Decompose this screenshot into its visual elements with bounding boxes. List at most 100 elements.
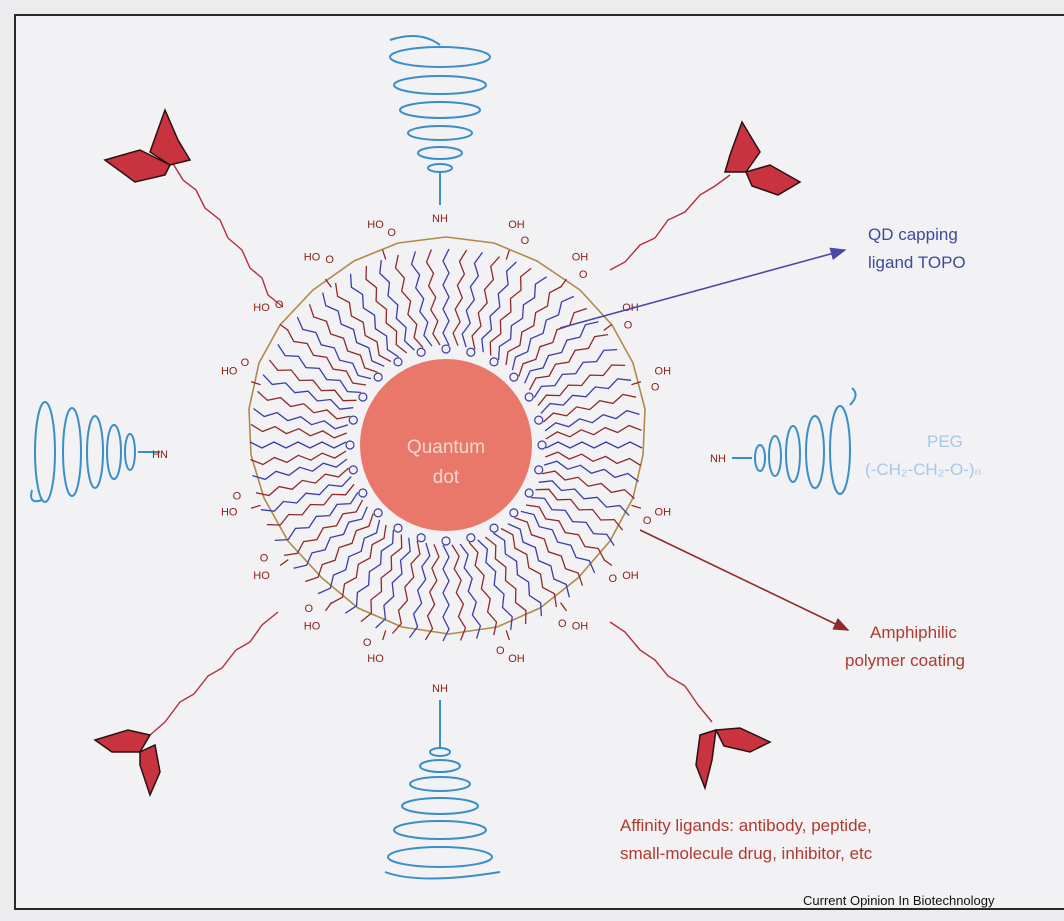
cooh-bond [631, 382, 641, 385]
topo-chain [519, 309, 587, 377]
cooh-group-label: OH [572, 252, 589, 264]
topo-chain [469, 542, 497, 635]
topo-bead [535, 416, 543, 424]
topo-bead [359, 489, 367, 497]
topo-bead [349, 416, 357, 424]
topo-chain [546, 442, 642, 448]
cooh-oxygen-label: O [624, 320, 633, 332]
topo-chain [250, 442, 346, 448]
topo-bead [490, 358, 498, 366]
topo-bead [442, 345, 450, 353]
topo-bead [535, 466, 543, 474]
cooh-oxygen-label: O [558, 618, 567, 630]
cooh-oxygen-label: O [363, 637, 372, 649]
topo-bead [467, 348, 475, 356]
topo-chain [515, 518, 583, 586]
cooh-group-label: HO [253, 302, 270, 314]
cooh-group-label: OH [655, 507, 672, 519]
affinity-label-line2: small-molecule drug, inhibitor, etc [620, 844, 873, 863]
cooh-group-label: HO [304, 252, 321, 264]
cooh-bond [604, 560, 612, 566]
topo-chain [452, 545, 466, 641]
topo-bead [374, 509, 382, 517]
cooh-bond [280, 325, 288, 331]
capping-label-line1: QD capping [868, 225, 958, 244]
cooh-oxygen-label: O [521, 235, 530, 247]
topo-bead [490, 524, 498, 532]
cooh-bond [506, 630, 509, 640]
topo-bead [374, 373, 382, 381]
topo-bead [394, 524, 402, 532]
topo-chain [269, 360, 356, 401]
topo-chain [427, 250, 441, 346]
topo-chain [443, 249, 449, 345]
topo-chain [323, 293, 385, 367]
topo-bead [417, 348, 425, 356]
topo-bead [538, 441, 546, 449]
peg-left-hn-label: HN [152, 449, 168, 461]
topo-chain [361, 535, 402, 622]
topo-chain [310, 304, 378, 372]
cooh-oxygen-label: O [325, 254, 334, 266]
antibody-top-right [725, 122, 800, 195]
topo-chain [396, 255, 424, 348]
topo-chain [544, 461, 639, 481]
topo-chain [536, 489, 623, 530]
cooh-bond [383, 250, 386, 260]
cooh-group-label: OH [572, 621, 589, 633]
cooh-oxygen-label: O [496, 645, 505, 657]
topo-chain [546, 426, 642, 440]
cooh-oxygen-label: O [305, 603, 314, 615]
topo-chain [443, 545, 449, 641]
cooh-group-label: HO [367, 653, 384, 665]
capping-label-line2: ligand TOPO [868, 253, 966, 272]
affinity-label-line1: Affinity ligands: antibody, peptide, [620, 816, 872, 835]
cooh-bond [383, 630, 386, 640]
cooh-oxygen-label: O [651, 382, 660, 394]
topo-chain [525, 322, 599, 384]
topo-bead [467, 534, 475, 542]
topo-bead [417, 534, 425, 542]
cooh-bond [251, 382, 261, 385]
topo-chain [490, 268, 531, 355]
cooh-bond [326, 603, 332, 611]
cooh-bond [506, 250, 509, 260]
cooh-bond [631, 505, 641, 508]
peg-label-line1: PEG [927, 432, 963, 451]
topo-bead [394, 358, 402, 366]
topo-bead [359, 393, 367, 401]
cooh-group-label: OH [622, 570, 639, 582]
cooh-oxygen-label: O [387, 227, 396, 239]
topo-bead [442, 537, 450, 545]
cooh-group-label: HO [221, 507, 238, 519]
cooh-group-label: OH [508, 653, 525, 665]
polymer-label-line1: Amphiphilic [870, 623, 957, 642]
cooh-bond [326, 279, 332, 287]
cooh-bond [251, 505, 261, 508]
cooh-bond [561, 603, 567, 611]
peg-coil-left [31, 402, 160, 502]
capping-arrow [560, 250, 845, 328]
quantum-dot-label-line1: Quantum [407, 437, 485, 458]
cooh-oxygen-label: O [643, 515, 652, 527]
topo-bead [525, 393, 533, 401]
peg-top-nh-label: NH [432, 213, 448, 225]
peg-bottom-nh-label: NH [432, 683, 448, 695]
cooh-bond [604, 325, 612, 331]
antibody-bottom-left [95, 730, 160, 795]
cooh-group-label: HO [221, 366, 238, 378]
topo-bead [510, 373, 518, 381]
antibody-bottom-right [696, 728, 770, 788]
peg-right-nh-label: NH [710, 453, 726, 465]
cooh-group-label: OH [655, 366, 672, 378]
cooh-oxygen-label: O [233, 490, 242, 502]
cooh-group-label: OH [508, 219, 525, 231]
topo-chain [253, 409, 348, 429]
topo-chain [508, 524, 570, 598]
quantum-dot-label-line2: dot [433, 467, 460, 488]
credit-text: Current Opinion In Biotechnology [803, 893, 995, 908]
cooh-oxygen-label: O [241, 357, 250, 369]
peg-coil-top [390, 36, 490, 205]
topo-bead [346, 441, 354, 449]
